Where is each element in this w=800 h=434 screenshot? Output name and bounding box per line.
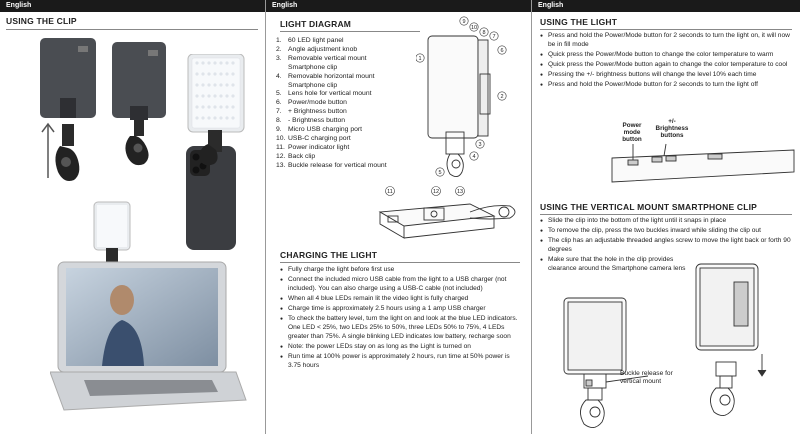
- svg-text:2: 2: [500, 94, 503, 100]
- light-on-phone-illustration: [186, 54, 245, 250]
- svg-text:12: 12: [433, 189, 439, 195]
- using-item: Press and hold the Power/Mode button for…: [540, 32, 794, 49]
- heading-rule: [6, 29, 258, 30]
- svg-text:1: 1: [418, 56, 421, 62]
- laptop-with-light-illustration: [50, 201, 247, 411]
- section-heading-vertical-clip: USING THE VERTICAL MOUNT SMARTPHONE CLIP: [540, 202, 758, 212]
- light-top-buttons-diagram: [611, 143, 795, 183]
- part-item: 5.Lens hole for vertical mount: [276, 90, 372, 98]
- column-using-light: English USING THE LIGHT Press and hold t…: [532, 0, 800, 434]
- svg-text:10: 10: [471, 25, 477, 31]
- part-item: 6.Power/mode button: [276, 99, 347, 107]
- charging-item: Fully charge the light before first use: [280, 266, 518, 275]
- heading-rule: [280, 262, 520, 263]
- parts-list: 1.60 LED light panel 2.Angle adjustment …: [276, 37, 400, 171]
- charging-item: Charge time is approximately 2.5 hours u…: [280, 305, 518, 314]
- heading-rule: [540, 29, 792, 30]
- svg-text:4: 4: [472, 154, 475, 160]
- clip-attached-diagram: [563, 297, 648, 428]
- heading-rule: [540, 214, 792, 215]
- light-front-diagram: 9 10 8 7 6 1 2 3 4 5: [416, 16, 507, 177]
- language-bar: English: [532, 0, 800, 12]
- section-heading-light-diagram: LIGHT DIAGRAM: [280, 19, 352, 29]
- language-bar: English: [266, 0, 531, 12]
- light-back-diagram: 11 12 13: [378, 186, 516, 239]
- part-item: 10.USB-C charging port: [276, 134, 351, 142]
- language-bar: English: [0, 0, 265, 12]
- brightness-buttons-label: +/- Brightness buttons: [655, 118, 689, 139]
- svg-text:6: 6: [500, 48, 503, 54]
- part-item: 9.Micro USB charging port: [276, 126, 363, 134]
- svg-text:3: 3: [478, 142, 481, 148]
- part-item: 12.Back clip: [276, 152, 316, 160]
- svg-text:13: 13: [457, 189, 463, 195]
- part-item: 7.+ Brightness button: [276, 108, 347, 116]
- using-item: Quick press the Power/Mode button to cha…: [540, 51, 794, 60]
- part-item: 8.- Brightness button: [276, 117, 346, 125]
- using-item: Quick press the Power/Mode button again …: [540, 61, 794, 70]
- part-item: 4.Removable horizontal mount Smartphone …: [276, 72, 375, 89]
- clip-item: To remove the clip, press the two buckle…: [540, 227, 796, 236]
- svg-text:8: 8: [482, 30, 485, 36]
- charging-item: When all 4 blue LEDs remain lit the vide…: [280, 295, 518, 304]
- part-item: 13.Buckle release for vertical mount: [276, 161, 387, 169]
- using-item: Pressing the +/- brightness buttons will…: [540, 71, 794, 80]
- svg-text:5: 5: [438, 170, 441, 176]
- clip-removal-diagram: [695, 263, 767, 416]
- svg-text:11: 11: [387, 189, 393, 195]
- using-item: Press and hold the Power/Mode button for…: [540, 81, 794, 90]
- part-item: 3.Removable vertical mount Smartphone cl…: [276, 54, 367, 71]
- charging-item: To check the battery level, turn the lig…: [280, 315, 518, 341]
- svg-text:7: 7: [492, 34, 495, 40]
- charging-item: Run time at 100% power is approximately …: [280, 353, 518, 370]
- clip-item: Slide the clip into the bottom of the li…: [540, 217, 796, 226]
- heading-rule: [280, 31, 420, 32]
- light-with-clip-illustration-2: [112, 42, 166, 166]
- section-heading-using-light: USING THE LIGHT: [540, 17, 618, 27]
- clip-item: The clip has an adjustable threaded angl…: [540, 237, 796, 254]
- charging-item: Note: the power LEDs stay on as long as …: [280, 343, 518, 352]
- light-with-clip-illustration-1: [40, 38, 96, 181]
- charging-item: Connect the included micro USB cable fro…: [280, 276, 518, 293]
- clip-item: Make sure that the hole in the clip prov…: [540, 256, 696, 273]
- section-heading-using-clip: USING THE CLIP: [6, 16, 77, 26]
- part-item: 2.Angle adjustment knob: [276, 45, 358, 53]
- clip-list: Slide the clip into the bottom of the li…: [540, 217, 796, 275]
- power-mode-button-label: Power mode button: [622, 122, 642, 143]
- column-light-diagram: English LIGHT DIAGRAM 1.60 LED light pan…: [266, 0, 532, 434]
- section-heading-charging: CHARGING THE LIGHT: [280, 250, 378, 260]
- svg-text:9: 9: [462, 19, 465, 25]
- part-item: 11.Power indicator light: [276, 143, 350, 151]
- buckle-release-label: Buckle release for vertical mount: [620, 370, 673, 385]
- using-light-list: Press and hold the Power/Mode button for…: [540, 32, 794, 92]
- column-using-clip: English USING THE CLIP: [0, 0, 266, 434]
- charging-list: Fully charge the light before first use …: [280, 266, 518, 372]
- part-item: 1.60 LED light panel: [276, 37, 344, 44]
